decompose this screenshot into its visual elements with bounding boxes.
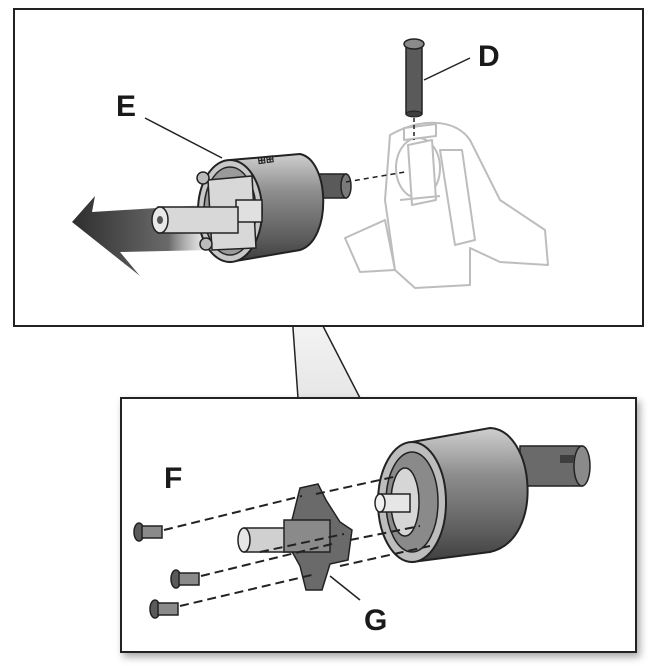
svg-text:⊞⊞: ⊞⊞ [257,154,275,167]
leader-line-g [329,575,361,601]
retaining-pin-d [403,38,425,140]
lower-panel [120,397,637,653]
callout-d: D [478,40,500,73]
screw-upper [133,522,163,542]
retainer-plate-g [237,483,353,591]
callout-g: G [364,604,387,637]
callout-f: F [164,462,182,495]
callout-e: E [116,90,136,123]
leader-line-d [423,57,471,81]
screw-middle [170,569,200,589]
alignment-lines [163,475,431,607]
leader-line-e [144,117,223,159]
cartridge-body-exploded [374,426,591,564]
screw-lower [149,599,179,619]
cartridge-e: ⊞⊞ [151,152,406,264]
mounting-bracket [344,121,549,289]
upper-panel: ⊞⊞ [13,8,644,327]
screws-f [133,522,200,619]
